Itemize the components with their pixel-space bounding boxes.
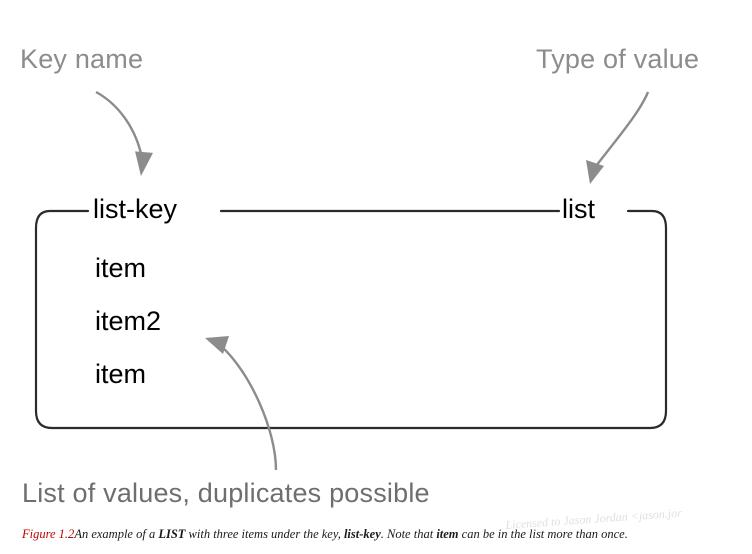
caption-text-2: with three items under the key, (185, 527, 344, 541)
annotation-list-of-values: List of values, duplicates possible (22, 478, 430, 508)
caption-list-word: LIST (158, 527, 186, 541)
list-item: item2 (95, 306, 162, 336)
caption-text-1: An example of a (74, 527, 159, 541)
arrow-type-of-value (586, 91, 650, 184)
list-item: item (95, 359, 147, 389)
annotation-type-of-value: Type of value (536, 44, 700, 74)
figure-number: Figure 1.2 (22, 527, 75, 541)
caption-text-3: . Note that (380, 527, 437, 541)
arrow-key-name (95, 90, 154, 176)
list-item: item (95, 253, 147, 283)
key-label: list-key (93, 194, 178, 224)
arrow-list-of-values (205, 336, 278, 471)
caption-text-4: can be in the list more than once. (458, 527, 628, 541)
caption-item-word: item (436, 527, 459, 541)
caption-key-word: list-key (343, 527, 381, 541)
figure-caption: Figure 1.2An example of a LIST with thre… (22, 527, 628, 542)
annotation-key-name: Key name (20, 44, 144, 74)
type-label: list (562, 194, 595, 224)
